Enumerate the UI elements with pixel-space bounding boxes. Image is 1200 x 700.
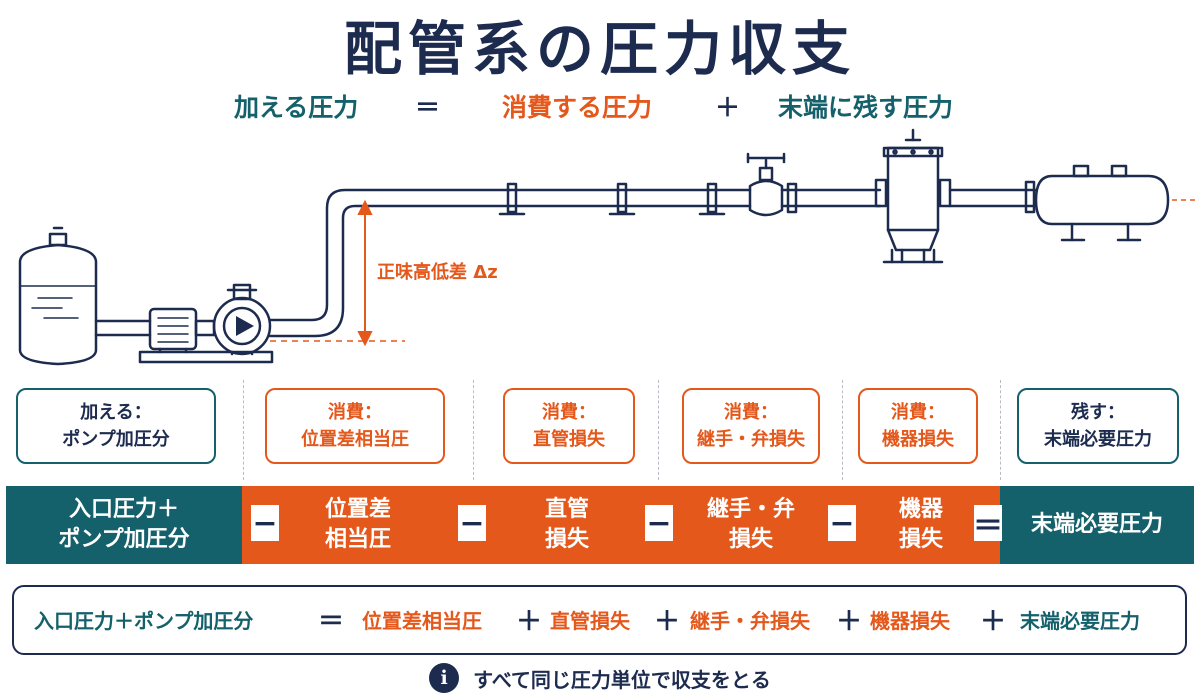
bar-label: 位置差 — [324, 497, 391, 523]
equals-operator: ＝ — [973, 505, 1003, 544]
category-label: 消費： — [724, 402, 778, 423]
category-remaining: 残す： 末端必要圧力 — [1017, 388, 1179, 464]
subtitle-equals: ＝ — [415, 93, 441, 122]
flange-icon — [498, 182, 798, 216]
minus-operator: − — [251, 505, 279, 541]
category-fittings: 消費： 継手・弁損失 — [682, 388, 820, 464]
bar-label: 直管 — [544, 497, 589, 523]
equation-plus: ＋ — [516, 607, 543, 637]
category-label: 直管損失 — [533, 429, 605, 450]
subtitle-remaining: 末端に残す圧力 — [778, 93, 954, 122]
bar-segment-elevation: 位置差 相当圧 — [242, 486, 474, 564]
subtitle-plus: ＋ — [715, 93, 741, 122]
bar-label: ポンプ加圧分 — [58, 527, 190, 552]
footer-note: i すべて同じ圧力単位で収支をとる — [0, 663, 1200, 693]
equation-term: 直管損失 — [550, 609, 630, 633]
minus-operator: − — [645, 505, 673, 541]
bar-label: 相当圧 — [324, 527, 391, 552]
equation-term: 機器損失 — [870, 609, 950, 633]
category-label: 残す： — [1071, 402, 1125, 423]
category-straight-pipe: 消費： 直管損失 — [503, 388, 635, 464]
page-title: 配管系の圧力収支 — [343, 15, 856, 83]
pump-flow-icon — [236, 316, 254, 336]
minus-operator: − — [828, 505, 856, 541]
category-label: 継手・弁損失 — [697, 429, 805, 450]
motor-icon — [138, 307, 274, 364]
bar-segment-inlet: 入口圧力＋ ポンプ加圧分 — [6, 486, 242, 564]
bar-label: 継手・弁 — [706, 497, 795, 523]
equation-term: 末端必要圧力 — [1020, 609, 1140, 633]
bar-segment-equipment: 機器 損失 — [842, 486, 1000, 564]
category-supplied: 加える： ポンプ加圧分 — [16, 388, 216, 464]
supply-tank-icon — [18, 226, 98, 366]
category-label: 消費： — [891, 402, 945, 423]
category-label: 機器損失 — [882, 429, 954, 450]
subtitle-supplied: 加える圧力 — [234, 93, 359, 122]
category-elevation: 消費： 位置差相当圧 — [265, 388, 445, 464]
bar-segment-remaining: 末端必要圧力 — [1000, 486, 1194, 564]
equation-plus: ＋ — [836, 607, 863, 637]
equation-term: 継手・弁損失 — [690, 609, 810, 633]
equation-plus: ＋ — [654, 607, 681, 637]
category-label: 位置差相当圧 — [301, 429, 409, 450]
equation-lhs: 入口圧力＋ポンプ加圧分 — [34, 609, 254, 633]
bar-label: 損失 — [728, 527, 773, 552]
category-label: 消費： — [542, 402, 596, 423]
elevation-label: 正味高低差 Δz — [377, 262, 498, 283]
equation-plus: ＋ — [980, 607, 1007, 637]
filter-vessel-icon — [874, 128, 952, 264]
category-label: 末端必要圧力 — [1044, 429, 1152, 450]
divider — [1000, 380, 1001, 480]
divider — [842, 380, 843, 480]
category-label: ポンプ加圧分 — [62, 429, 170, 450]
gate-valve-icon — [746, 152, 786, 217]
bar-segment-straight-pipe: 直管 損失 — [474, 486, 660, 564]
piping-diagram — [18, 128, 1195, 366]
subtitle-consumed: 消費する圧力 — [502, 93, 653, 122]
equation-box — [12, 585, 1187, 655]
bar-segment-fittings: 継手・弁 損失 — [660, 486, 842, 564]
bar-label: 入口圧力＋ — [68, 497, 179, 523]
minus-operator: − — [458, 505, 486, 541]
divider — [473, 380, 474, 480]
receiver-tank-icon — [1034, 164, 1170, 242]
bar-label: 損失 — [898, 527, 943, 552]
note-text: すべて同じ圧力単位で収支をとる — [473, 667, 771, 692]
elevation-arrow-icon — [270, 199, 1195, 347]
category-label: 加える： — [80, 402, 152, 423]
category-label: 消費： — [328, 402, 382, 423]
bar-label: 機器 — [898, 497, 943, 523]
info-icon: i — [429, 663, 460, 693]
equation-equals: ＝ — [318, 607, 345, 637]
divider — [243, 380, 244, 480]
bar-label: 損失 — [544, 527, 589, 552]
divider — [658, 380, 659, 480]
category-equipment: 消費： 機器損失 — [858, 388, 978, 464]
equation-term: 位置差相当圧 — [362, 609, 482, 633]
bar-label: 末端必要圧力 — [1030, 512, 1163, 538]
pump-icon — [212, 283, 272, 356]
